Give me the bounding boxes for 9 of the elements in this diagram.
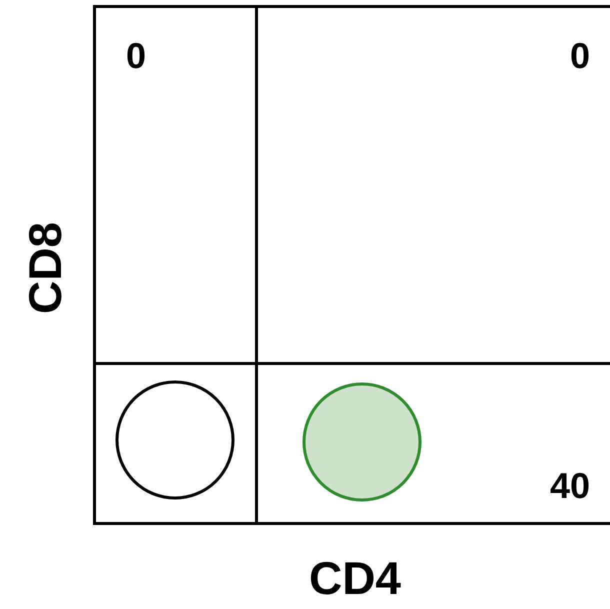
- quadrant-box: [93, 5, 258, 365]
- quadrant-percentage: 0: [570, 38, 590, 74]
- cell-population-circle: [115, 380, 235, 500]
- quadrant-percentage: 40: [550, 468, 590, 504]
- cell-population-circle: [302, 382, 422, 502]
- y-axis-label: CD8: [22, 220, 68, 316]
- quadrant-box: [93, 362, 258, 525]
- x-axis-label: CD4: [308, 555, 402, 601]
- quadrant-percentage: 0: [126, 38, 146, 74]
